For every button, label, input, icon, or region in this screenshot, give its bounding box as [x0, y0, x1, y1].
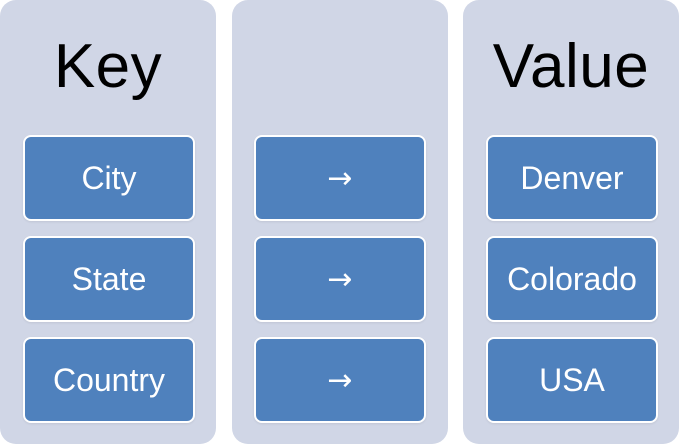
key-box-country: Country: [23, 337, 195, 423]
key-box-city: City: [23, 135, 195, 221]
value-box-denver: Denver: [486, 135, 658, 221]
right-arrow-icon: →: [327, 362, 353, 398]
right-arrow-icon: →: [327, 160, 353, 196]
key-column: Key City State Country: [0, 0, 216, 444]
value-box-usa: USA: [486, 337, 658, 423]
arrow-box-3: →: [254, 337, 426, 423]
key-heading: Key: [53, 32, 163, 101]
arrow-box-1: →: [254, 135, 426, 221]
arrow-box-2: →: [254, 236, 426, 322]
key-box-state: State: [23, 236, 195, 322]
value-box-colorado: Colorado: [486, 236, 658, 322]
arrow-column: → → →: [232, 0, 448, 444]
value-column: Value Denver Colorado USA: [463, 0, 679, 444]
right-arrow-icon: →: [327, 261, 353, 297]
value-heading: Value: [492, 32, 650, 101]
